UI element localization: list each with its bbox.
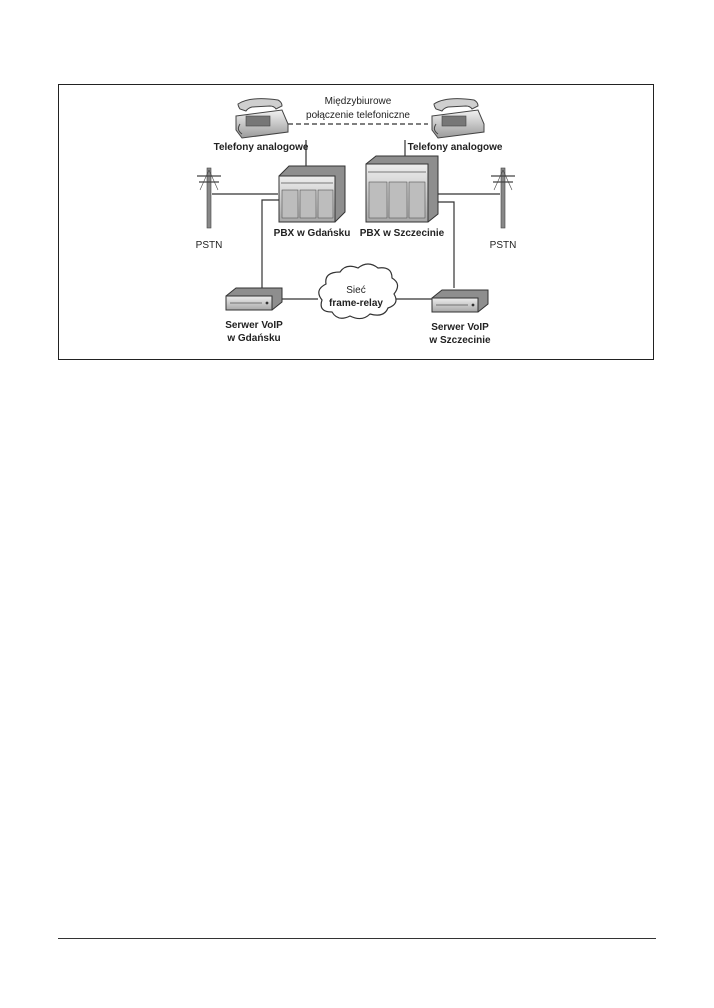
voip-left-label-line2: w Gdańsku (226, 333, 280, 344)
inter-office-link-label-line2: połączenie telefoniczne (306, 110, 410, 121)
frame-relay-cloud-icon (318, 263, 399, 320)
connections (212, 123, 500, 300)
left-pbx-to-voip-line (261, 199, 279, 288)
footer-rule (58, 938, 656, 939)
right-pbx-to-voip-line (438, 201, 455, 288)
analog-phone-right-icon (431, 98, 485, 139)
pbx-left-icon (278, 165, 346, 223)
voip-server-left-icon (225, 287, 283, 311)
cloud-label-line1: Sieć (346, 285, 365, 296)
voip-right-label-line1: Serwer VoIP (431, 322, 489, 333)
pstn-left-pole-icon (197, 167, 221, 229)
phones-right-label: Telefony analogowe (408, 142, 503, 153)
voip-server-right-icon (431, 289, 489, 313)
analog-phone-left-icon (235, 98, 289, 139)
pstn-right-label: PSTN (490, 240, 517, 251)
voip-right-label-line2: w Szczecinie (428, 335, 491, 346)
pbx-left-label: PBX w Gdańsku (274, 228, 351, 239)
pbx-right-icon (365, 155, 439, 223)
phones-left-label: Telefony analogowe (214, 142, 309, 153)
pbx-right-label: PBX w Szczecinie (360, 228, 445, 239)
pstn-right-pole-icon (491, 167, 515, 229)
inter-office-link-label-line1: Międzybiurowe (325, 96, 392, 107)
labels: Międzybiurowe połączenie telefoniczne Te… (196, 96, 517, 346)
pstn-left-label: PSTN (196, 240, 223, 251)
voip-left-label-line1: Serwer VoIP (225, 320, 283, 331)
cloud-label-line2: frame-relay (329, 298, 383, 309)
